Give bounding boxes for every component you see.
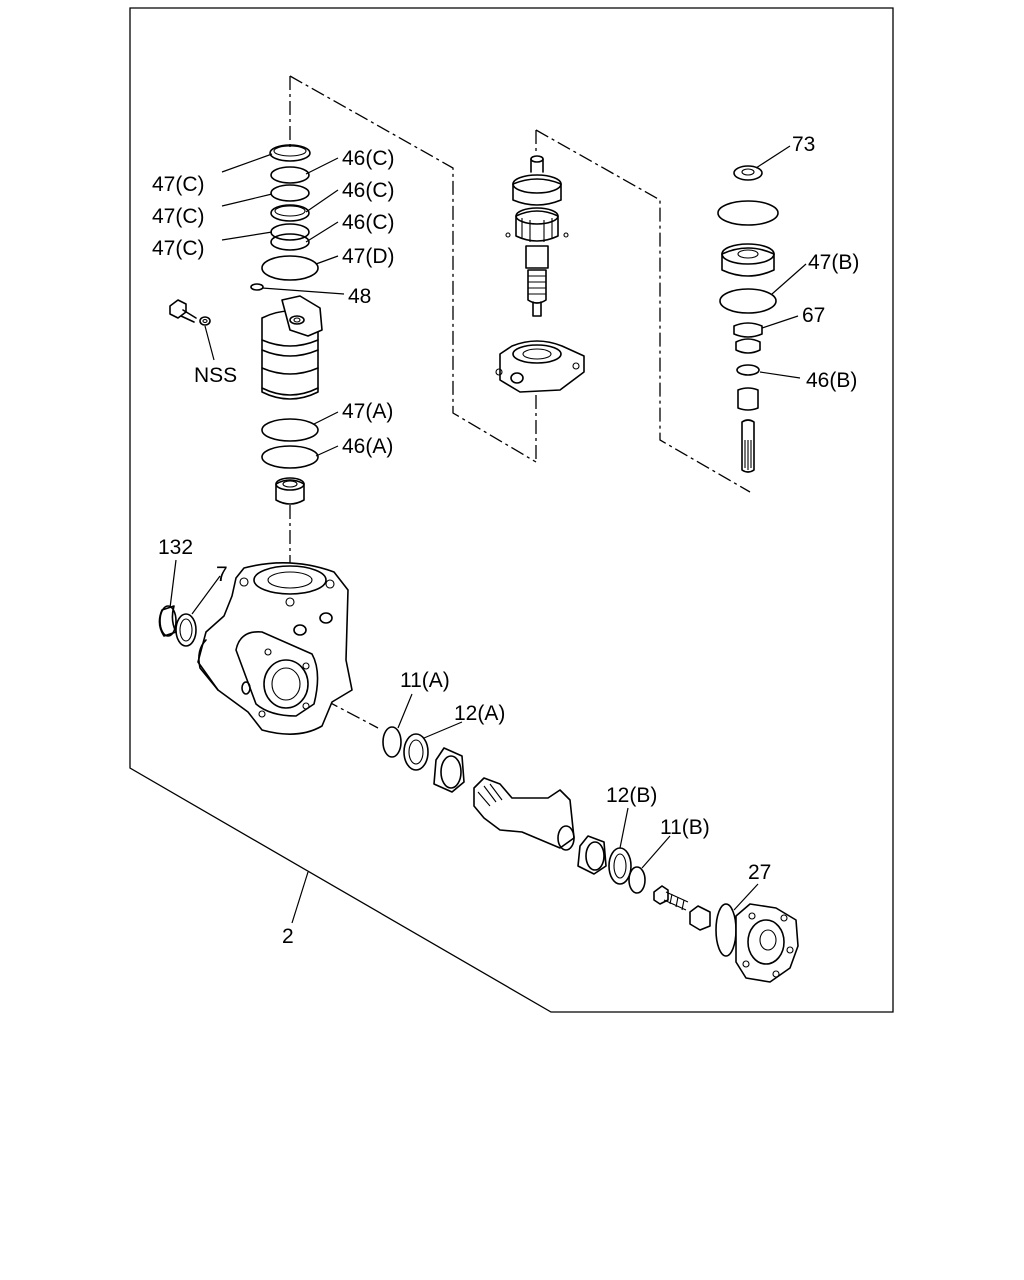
label-47b: 47(B) [808,251,859,274]
label-11a: 11(A) [400,669,450,692]
snap-ring [717,200,779,226]
valve-housing [261,295,323,400]
label-67: 67 [802,304,825,327]
leader-2 [291,871,309,924]
seal-132 [158,605,177,637]
label-47a: 47(A) [342,400,393,423]
side-cover-27 [715,903,799,983]
seal-ring-46c-3 [270,233,310,251]
seal-ring-46b [736,364,760,376]
label-46a: 46(A) [342,435,393,458]
o-ring-48 [250,283,264,291]
label-46c-1: 46(C) [342,147,395,170]
washer-73 [733,165,763,181]
leader-lines [169,145,807,911]
seal-ring-46a [261,445,319,469]
snap-ring-11a [382,726,402,758]
label-27: 27 [748,861,771,884]
adjust-screw [653,885,711,931]
seal-ring-47a [261,418,319,442]
bearing-67 [733,322,763,354]
needle-bearing-a [433,747,465,793]
label-73: 73 [792,133,815,156]
input-shaft [737,387,759,473]
snap-ring-11b [628,866,646,894]
seal-ring-47c-3 [270,223,310,241]
label-48: 48 [348,285,371,308]
gear-housing [197,562,353,735]
label-47d: 47(D) [342,245,395,268]
label-46b: 46(B) [806,369,857,392]
label-47c-1: 47(C) [152,173,205,196]
label-47c-3: 47(C) [152,237,205,260]
sector-shaft [473,777,575,851]
label-46c-3: 46(C) [342,211,395,234]
bolt-nss [169,299,211,326]
valve-rotor-assembly [505,155,569,317]
seal-ring-47c-1 [269,144,311,162]
plug [275,477,305,505]
assembly-frame [129,7,894,1013]
o-ring-7 [175,613,197,647]
label-47c-2: 47(C) [152,205,205,228]
valve-cover [495,340,585,393]
seal-12a [403,733,429,771]
label-46c-2: 46(C) [342,179,395,202]
assembly-lines [289,75,751,729]
label-2: 2 [282,925,294,948]
label-7: 7 [216,563,228,586]
seal-ring-47d [261,255,319,281]
part-labels: 47(C) 47(C) 47(C) 46(C) 46(C) 46(C) 47(D… [152,133,859,948]
label-12a: 12(A) [454,702,505,725]
seal-ring-47b [719,288,777,314]
seal-ring-46c-1 [270,166,310,184]
label-12b: 12(B) [606,784,657,807]
label-11b: 11(B) [660,816,710,839]
seal-12b [608,847,632,885]
end-cap [721,243,775,277]
seal-ring-46c-2 [270,204,310,222]
needle-bearing-b [577,835,607,875]
label-nss: NSS [194,364,237,387]
seal-ring-47c-2 [270,184,310,202]
label-132: 132 [158,536,193,559]
